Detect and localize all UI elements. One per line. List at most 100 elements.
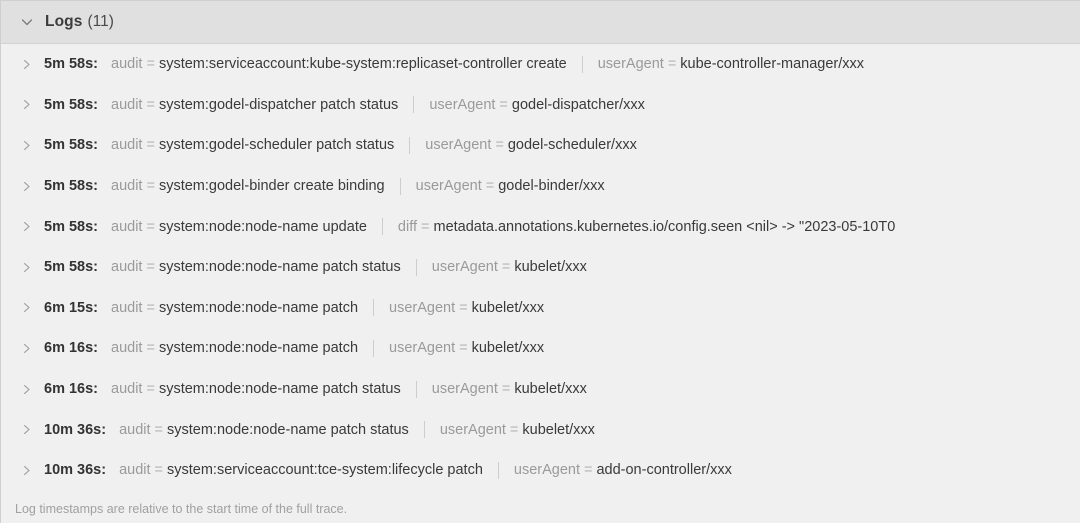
chevron-right-icon[interactable] — [20, 261, 33, 274]
log-field-equals: = — [154, 421, 163, 438]
log-row[interactable]: 5m 58s:audit=system:node:node-name patch… — [1, 247, 1080, 288]
log-field-value: metadata.annotations.kubernetes.io/confi… — [433, 218, 896, 235]
log-field: audit=system:godel-binder create binding — [111, 178, 385, 194]
log-field: audit=system:node:node-name patch — [111, 300, 358, 316]
log-field: userAgent=godel-binder/xxx — [416, 178, 605, 194]
log-fields: audit=system:godel-dispatcher patch stat… — [111, 96, 1080, 114]
log-field-equals: = — [146, 137, 155, 154]
log-field: audit=system:serviceaccount:kube-system:… — [111, 56, 567, 72]
log-field-key: audit — [111, 299, 143, 316]
field-divider — [415, 258, 417, 276]
log-field-key: userAgent — [389, 340, 456, 357]
log-fields: audit=system:node:node-name patch status… — [111, 258, 1080, 276]
log-row[interactable]: 5m 58s: audit=system:node:node-name updat… — [1, 206, 1080, 247]
log-field-key: diff — [397, 218, 418, 235]
log-field-value: system:serviceaccount:kube-system:replic… — [158, 56, 567, 73]
log-field-equals: = — [495, 137, 504, 154]
log-field: audit=system:node:node-name patch status — [119, 422, 409, 438]
log-field-equals: = — [146, 96, 155, 113]
log-field: diff=metadata.annotations.kubernetes.io/… — [398, 219, 895, 235]
log-row[interactable]: 6m 15s:audit=system:node:node-name patch… — [1, 288, 1080, 329]
field-divider — [409, 136, 411, 154]
field-divider — [415, 380, 417, 398]
field-divider — [373, 339, 375, 357]
log-field: userAgent=kubelet/xxx — [432, 259, 587, 275]
log-field-value: godel-scheduler/xxx — [507, 137, 637, 154]
log-field: userAgent=kube-controller-manager/xxx — [598, 56, 864, 72]
field-divider — [413, 96, 415, 114]
log-field-value: kubelet/xxx — [522, 421, 595, 438]
log-field-value: system:node:node-name patch — [158, 299, 359, 316]
log-field-equals: = — [501, 259, 511, 276]
log-row[interactable]: 5m 58s:audit=system:serviceaccount:kube-… — [1, 44, 1080, 85]
log-field: userAgent=godel-dispatcher/xxx — [429, 97, 645, 113]
log-row[interactable]: 5m 58s: audit=system:godel-binder create … — [1, 166, 1080, 207]
log-timestamp: 6m 16s: — [44, 381, 99, 398]
log-field: userAgent=godel-scheduler/xxx — [425, 137, 637, 153]
logs-section-header[interactable]: Logs (11) — [1, 0, 1080, 44]
log-field-key: userAgent — [513, 462, 580, 479]
log-field: audit=system:godel-scheduler patch statu… — [111, 137, 394, 153]
log-field-equals: = — [459, 340, 468, 357]
log-row[interactable]: 6m 16s:audit=system:node:node-name patch… — [1, 328, 1080, 369]
log-field: userAgent=kubelet/xxx — [389, 340, 544, 356]
log-field-equals: = — [459, 299, 468, 316]
log-field-key: audit — [111, 340, 143, 357]
log-field-key: userAgent — [597, 56, 664, 73]
chevron-right-icon[interactable] — [20, 180, 33, 193]
log-timestamp: 5m 58s: — [44, 56, 99, 73]
log-row[interactable]: 10m 36s:audit=system:serviceaccount:tce-… — [1, 450, 1080, 491]
log-timestamp: 5m 58s: — [44, 218, 99, 235]
field-divider — [581, 55, 583, 73]
log-field: audit=system:node:node-name patch — [111, 340, 358, 356]
log-row[interactable]: 10m 36s: audit=system:node:node-name patc… — [1, 409, 1080, 450]
chevron-right-icon[interactable] — [20, 301, 33, 314]
log-field-value: system:godel-scheduler patch status — [158, 137, 395, 154]
field-divider — [423, 421, 425, 439]
chevron-right-icon[interactable] — [20, 98, 33, 111]
log-fields: audit=system:godel-scheduler patch statu… — [111, 136, 1080, 154]
log-field-equals: = — [499, 96, 508, 113]
log-row[interactable]: 6m 16s: audit=system:node:node-name patch… — [1, 369, 1080, 410]
log-field-value: system:node:node-name patch status — [167, 421, 409, 438]
field-divider — [381, 218, 383, 236]
log-field-key: userAgent — [431, 259, 498, 276]
log-timestamp: 5m 58s: — [44, 96, 99, 113]
log-field: audit=system:serviceaccount:tce-system:l… — [119, 462, 483, 478]
log-timestamp: 10m 36s: — [44, 421, 107, 438]
log-field-equals: = — [485, 178, 495, 195]
log-field-equals: = — [146, 56, 155, 73]
log-fields: audit=system:serviceaccount:tce-system:l… — [119, 461, 1080, 479]
log-field-key: audit — [111, 56, 143, 73]
chevron-right-icon[interactable] — [20, 342, 33, 355]
log-field-value: system:node:node-name patch — [158, 340, 359, 357]
log-field-equals: = — [584, 462, 593, 479]
chevron-right-icon[interactable] — [20, 383, 33, 396]
chevron-right-icon[interactable] — [20, 220, 33, 233]
log-field-value: godel-dispatcher/xxx — [511, 96, 645, 113]
log-row[interactable]: 5m 58s:audit=system:godel-scheduler patc… — [1, 125, 1080, 166]
log-field: userAgent=add-on-controller/xxx — [514, 462, 732, 478]
chevron-right-icon[interactable] — [20, 139, 33, 152]
log-field-equals: = — [146, 299, 155, 316]
log-field-key: userAgent — [425, 137, 492, 154]
log-timestamp: 5m 58s: — [44, 178, 99, 195]
log-field-equals: = — [146, 340, 155, 357]
page-title: Logs — [45, 13, 83, 30]
log-field-key: audit — [111, 96, 143, 113]
chevron-right-icon[interactable] — [20, 58, 33, 71]
log-field-equals: = — [667, 56, 677, 73]
chevron-right-icon[interactable] — [20, 423, 33, 436]
log-field-key: audit — [111, 218, 143, 235]
log-fields: audit=system:serviceaccount:kube-system:… — [111, 55, 1080, 73]
log-field-value: godel-binder/xxx — [498, 178, 605, 195]
log-row[interactable]: 5m 58s:audit=system:godel-dispatcher pat… — [1, 85, 1080, 126]
log-field: audit=system:node:node-name patch status — [111, 381, 401, 397]
log-field-key: audit — [111, 259, 143, 276]
log-field-equals: = — [146, 259, 155, 276]
field-divider — [399, 177, 401, 195]
chevron-right-icon[interactable] — [20, 464, 33, 477]
log-field-value: system:godel-dispatcher patch status — [158, 96, 399, 113]
chevron-down-icon[interactable] — [19, 14, 35, 30]
